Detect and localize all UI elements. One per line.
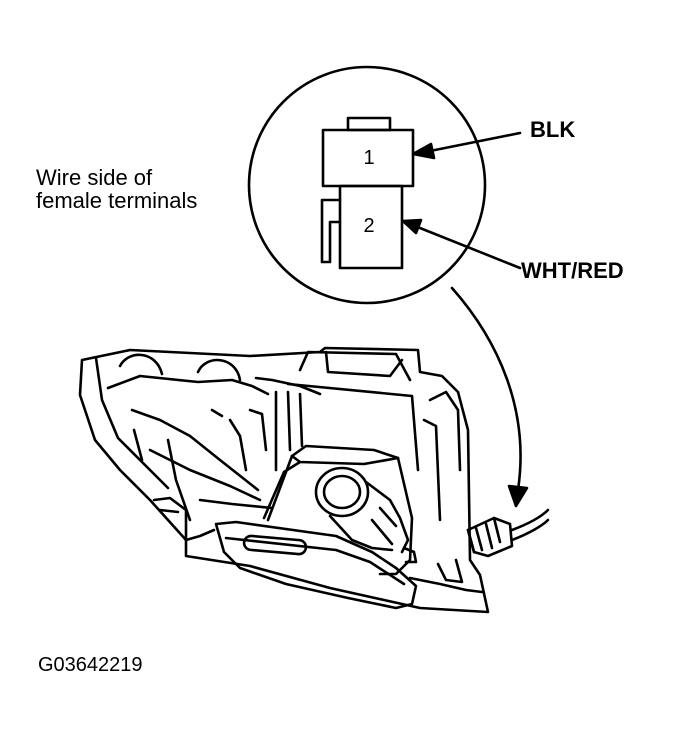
harness-connector: [466, 508, 550, 558]
wht-red-wire-label: WHT/RED: [521, 258, 624, 283]
blk-leader: [423, 131, 522, 154]
locator-arrowhead: [507, 484, 529, 508]
wire-side-note: Wire side of female terminals: [36, 166, 197, 212]
wire-side-note-line1: Wire side of: [36, 165, 153, 190]
blk-wire-label: BLK: [530, 117, 576, 142]
bezel-panel: [214, 520, 418, 610]
wht-red-arrowhead: [401, 218, 423, 235]
glove-box-assembly: [78, 346, 490, 614]
figure-code: G03642219: [38, 654, 143, 676]
detail-circle: [247, 65, 487, 305]
wire-side-note-line2: female terminals: [36, 188, 198, 214]
blk-arrowhead: [411, 142, 436, 160]
locator-arrow: [450, 286, 522, 492]
wht-red-leader: [413, 224, 522, 270]
terminal-2-label: 2: [363, 215, 375, 237]
socket-housing: [262, 444, 418, 576]
terminal-1-label: 1: [363, 147, 375, 169]
connector-face: [320, 116, 415, 270]
